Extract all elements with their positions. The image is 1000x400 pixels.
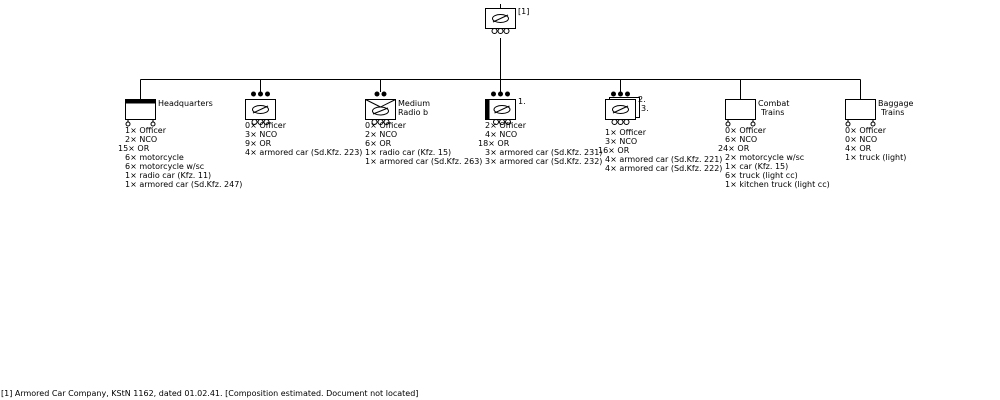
- headquarters-equipment: 6× motorcycle 6× motorcycle w/sc 1× radi…: [125, 153, 243, 189]
- combat-trains-equipment: 2× motorcycle w/sc 1× car (Kfz. 15) 6× t…: [725, 153, 830, 189]
- wheels-icon: [725, 120, 756, 127]
- heavy-platoon-label: 1.: [518, 97, 526, 106]
- heavy-platoon-symbol: [485, 91, 516, 125]
- connector-lines: [140, 38, 861, 99]
- armored-platoon-symbol: [245, 91, 276, 125]
- light-platoons-symbol: [605, 91, 640, 125]
- baggage-trains-equipment: 1× truck (light): [845, 153, 907, 162]
- footnote: [1] Armored Car Company, KStN 1162, date…: [1, 389, 419, 398]
- company-ref-label: [1]: [518, 7, 530, 16]
- light-platoons-equipment: 4× armored car (Sd.Kfz. 221) 4× armored …: [605, 155, 723, 173]
- baggage-trains-personnel: 0× Officer 0× NCO 4× OR: [845, 126, 886, 153]
- armored-car-icon: [493, 105, 511, 125]
- company-symbol: [485, 4, 516, 34]
- armored-platoon-personnel: 0× Officer 3× NCO 9× OR: [245, 121, 286, 148]
- light-platoons-label: 2.3.: [638, 95, 649, 113]
- headquarters-symbol: [125, 99, 156, 127]
- medium-radio-personnel: 0× Officer 2× NCO 6× OR: [365, 121, 406, 148]
- light-platoons-personnel: 1× Officer 3× NCO 16× OR: [598, 128, 646, 155]
- heavy-platoon-equipment: 3× armored car (Sd.Kfz. 231) 3× armored …: [485, 148, 603, 166]
- armored-car-icon: [611, 105, 630, 125]
- radio-armored-car-icon: [365, 99, 396, 125]
- baggage-trains-symbol: [845, 99, 876, 127]
- armored-car-icon: [251, 105, 270, 125]
- wheels-icon: [125, 120, 156, 127]
- platoon-size-dots-icon: [251, 91, 270, 97]
- medium-radio-symbol: [365, 91, 396, 125]
- heavy-platoon-personnel: 2× Officer 4× NCO 18× OR: [478, 121, 526, 148]
- headquarters-label: Headquarters: [158, 99, 213, 108]
- platoon-size-dots-icon: [611, 91, 630, 97]
- wheels-icon: [845, 120, 876, 127]
- headquarters-personnel: 1× Officer 2× NCO 15× OR: [118, 126, 166, 153]
- combat-trains-symbol: [725, 99, 756, 127]
- platoon-size-dots-icon: [491, 91, 510, 97]
- section-size-dots-icon: [374, 91, 387, 97]
- combat-trains-personnel: 0× Officer 6× NCO 24× OR: [718, 126, 766, 153]
- medium-radio-equipment: 1× radio car (Kfz. 15) 1× armored car (S…: [365, 148, 483, 166]
- armored-platoon-equipment: 4× armored car (Sd.Kfz. 223): [245, 148, 363, 157]
- armored-car-icon: [491, 14, 510, 34]
